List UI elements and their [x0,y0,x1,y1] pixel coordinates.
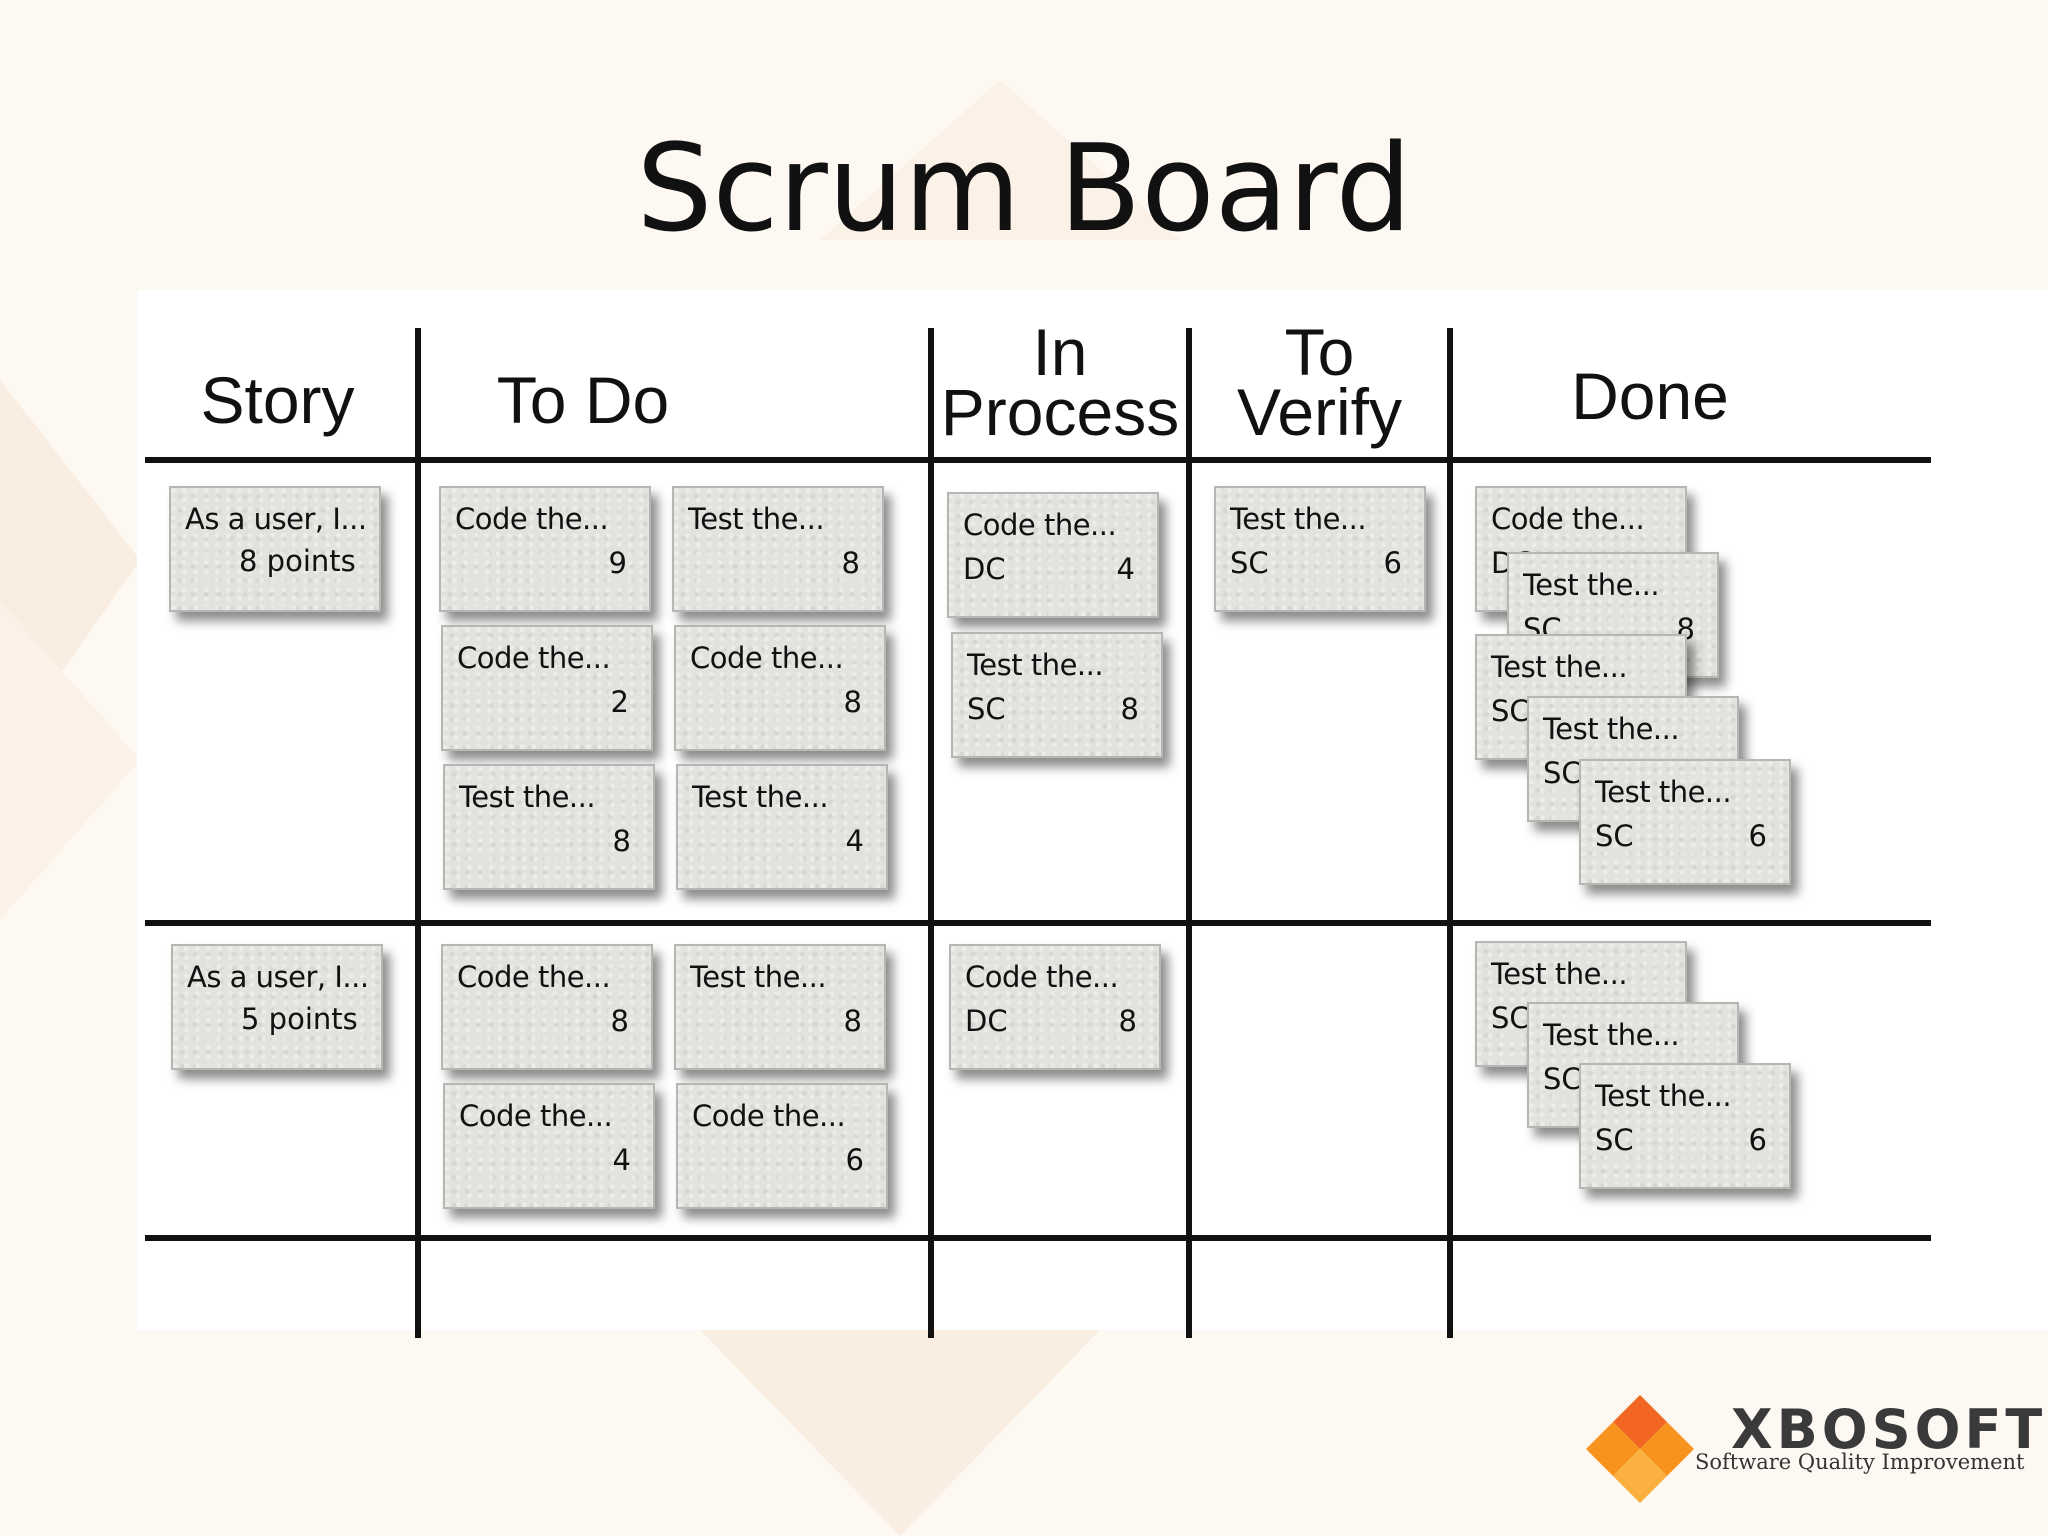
card-title: As a user, I... [187,960,369,994]
card-title: Code the... [963,508,1117,542]
card-assignee: SC [1491,1001,1530,1035]
card-estimate: 8 [843,1004,862,1038]
task-card-done[interactable]: Test the... SC 6 [1579,759,1791,885]
card-estimate: 6 [1383,546,1402,580]
card-estimate: 8 [841,546,860,580]
card-assignee: SC [1491,694,1530,728]
card-title: Test the... [1491,957,1628,991]
card-title: Test the... [1523,568,1660,602]
column-divider [928,328,934,1338]
column-divider [1186,328,1192,1338]
story-card[interactable]: As a user, I... 8 points [169,486,381,612]
card-title: Test the... [692,780,829,814]
column-header-to-verify: To Verify [1236,315,1403,449]
card-title: Test the... [688,502,825,536]
card-title: Code the... [457,960,611,994]
story-points: 5 points [241,1002,358,1036]
row-divider [145,920,1931,926]
task-card-in-process[interactable]: Test the... SC 8 [951,632,1163,758]
card-title: Test the... [967,648,1104,682]
scrum-board: Story To Do In Process To Verify Done As a u… [137,290,2048,1338]
card-estimate: 2 [610,685,629,719]
card-assignee: SC [967,692,1006,726]
task-card-todo[interactable]: Test the... 8 [443,764,655,890]
card-title: Code the... [690,641,844,675]
card-estimate: 4 [1116,552,1135,586]
card-title: Test the... [1230,502,1367,536]
card-title: Code the... [455,502,609,536]
card-estimate: 8 [612,824,631,858]
task-card-todo[interactable]: Code the... 8 [674,625,886,751]
card-estimate: 9 [608,546,627,580]
task-card-done[interactable]: Test the... SC 6 [1579,1063,1791,1189]
card-title: Test the... [1595,775,1732,809]
card-estimate: 8 [1120,692,1139,726]
card-assignee: SC [1543,756,1582,790]
card-assignee: DC [963,552,1006,586]
task-card-todo[interactable]: Test the... 4 [676,764,888,890]
card-assignee: DC [965,1004,1008,1038]
card-title: Test the... [1543,712,1680,746]
card-title: As a user, I... [185,502,367,536]
card-title: Test the... [690,960,827,994]
column-divider [1447,328,1453,1338]
task-card-todo[interactable]: Test the... 8 [672,486,884,612]
row-divider [145,457,1931,463]
card-title: Code the... [692,1099,846,1133]
column-header-todo: To Do [496,363,670,437]
row-divider [145,1235,1931,1241]
card-assignee: SC [1230,546,1269,580]
card-estimate: 8 [610,1004,629,1038]
card-title: Test the... [459,780,596,814]
card-estimate: 6 [1748,819,1767,853]
card-assignee: SC [1543,1062,1582,1096]
task-card-todo[interactable]: Test the... 8 [674,944,886,1070]
card-assignee: SC [1595,819,1634,853]
task-card-todo[interactable]: Code the... 4 [443,1083,655,1209]
task-card-in-process[interactable]: Code the... DC 8 [949,944,1161,1070]
card-estimate: 4 [612,1143,631,1177]
column-header-story: Story [200,363,355,437]
card-estimate: 8 [1118,1004,1137,1038]
page-title: Scrum Board [636,120,1412,259]
task-card-todo[interactable]: Code the... 8 [441,944,653,1070]
story-card[interactable]: As a user, I... 5 points [171,944,383,1070]
card-estimate: 6 [845,1143,864,1177]
card-title: Code the... [965,960,1119,994]
card-title: Test the... [1595,1079,1732,1113]
card-title: Code the... [457,641,611,675]
task-card-in-process[interactable]: Code the... DC 4 [947,492,1159,618]
logo-name: XBOSOFT [1731,1398,2047,1461]
task-card-to-verify[interactable]: Test the... SC 6 [1214,486,1426,612]
logo-tagline: Software Quality Improvement [1695,1450,2025,1474]
card-estimate: 8 [843,685,862,719]
task-card-todo[interactable]: Code the... 6 [676,1083,888,1209]
card-title: Code the... [1491,502,1645,536]
column-header-in-process: In Process [940,315,1180,449]
task-card-todo[interactable]: Code the... 9 [439,486,651,612]
xbosoft-logo-icon [1586,1395,1694,1503]
column-divider [415,328,421,1338]
task-card-todo[interactable]: Code the... 2 [441,625,653,751]
story-points: 8 points [239,544,356,578]
card-title: Test the... [1491,650,1628,684]
card-estimate: 6 [1748,1123,1767,1157]
card-title: Code the... [459,1099,613,1133]
card-assignee: SC [1595,1123,1634,1157]
card-estimate: 4 [845,824,864,858]
card-title: Test the... [1543,1018,1680,1052]
column-header-done: Done [1571,359,1729,433]
